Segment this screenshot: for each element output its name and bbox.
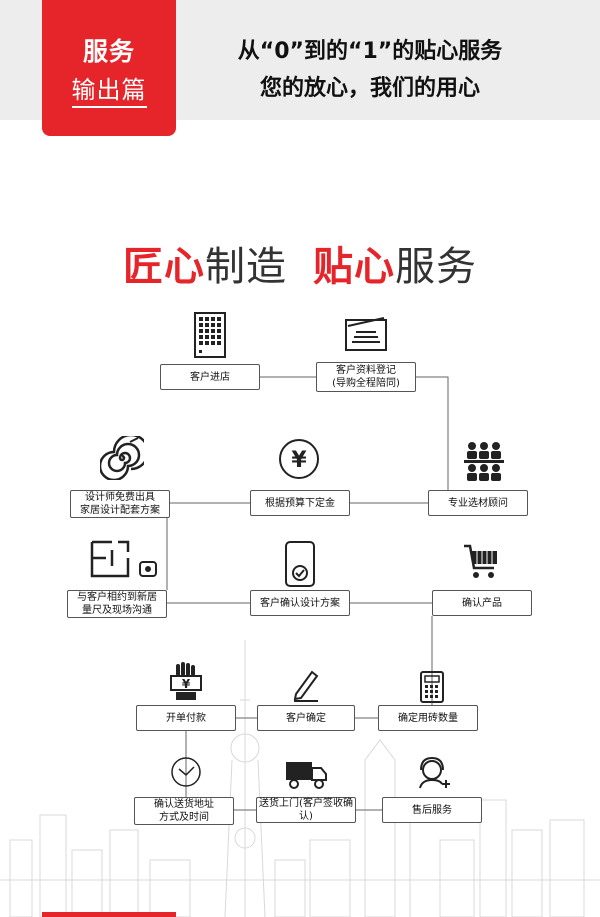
section-tab: 服务 输出篇: [42, 0, 176, 136]
step-material-consultant: 专业选材顾问: [428, 490, 528, 516]
yen-coin-icon: ¥: [279, 439, 319, 479]
step-delivery-address: 确认送货地址 方式及时间: [134, 797, 234, 825]
step-onsite-measurement: 与客户相约到新居 量尺及现场沟通: [67, 590, 167, 618]
svg-text:¥: ¥: [291, 448, 307, 473]
slogan-line-2: 您的放心，我们的用心: [259, 76, 480, 101]
step-free-design-plan: 设计师免费出具 家居设计配套方案: [70, 490, 170, 518]
step-deposit-by-budget: 根据预算下定金: [250, 490, 350, 516]
customer-service-icon: [419, 756, 450, 789]
pen-icon: [293, 670, 319, 702]
step-confirm-product: 确认产品: [432, 590, 532, 616]
clock-icon: [171, 757, 201, 787]
spiral-icon: [100, 436, 144, 480]
step-tile-quantity: 确定用砖数量: [378, 705, 478, 731]
shopping-cart-icon: [464, 544, 497, 578]
step-customer-confirm: 客户确定: [257, 705, 355, 731]
step-confirm-design: 客户确认设计方案: [250, 590, 350, 616]
headline-black-2: 服务: [395, 244, 477, 290]
document-tray-icon: [345, 317, 387, 351]
hand-money-icon: ¥: [170, 662, 202, 700]
meeting-group-icon: [464, 442, 504, 481]
headline-red-2: 贴心: [313, 244, 395, 290]
bottom-accent-bar: [42, 912, 176, 917]
slogan-line-1: 从“0”到的“1”的贴心服务: [237, 39, 503, 64]
headline: 匠心制造贴心服务: [0, 234, 600, 292]
tab-subtitle: 输出篇: [71, 76, 147, 108]
step-info-registration: 客户资料登记 (导购全程陪同): [316, 362, 416, 392]
calculator-icon: [420, 671, 444, 703]
phone-check-icon: [285, 541, 315, 587]
tab-title: 服务: [82, 37, 135, 66]
building-icon: [194, 312, 226, 358]
headline-black-1: 制造: [205, 244, 287, 290]
step-order-payment: 开单付款: [136, 705, 236, 731]
step-after-sales: 售后服务: [382, 797, 482, 823]
headline-red-1: 匠心: [123, 244, 205, 290]
step-home-delivery: 送货上门(客户签收确认): [256, 797, 356, 823]
floor-plan-tape-icon: [90, 540, 157, 578]
step-customer-visit: 客户进店: [160, 364, 260, 390]
delivery-truck-icon: [286, 762, 327, 789]
svg-text:¥: ¥: [182, 677, 191, 691]
